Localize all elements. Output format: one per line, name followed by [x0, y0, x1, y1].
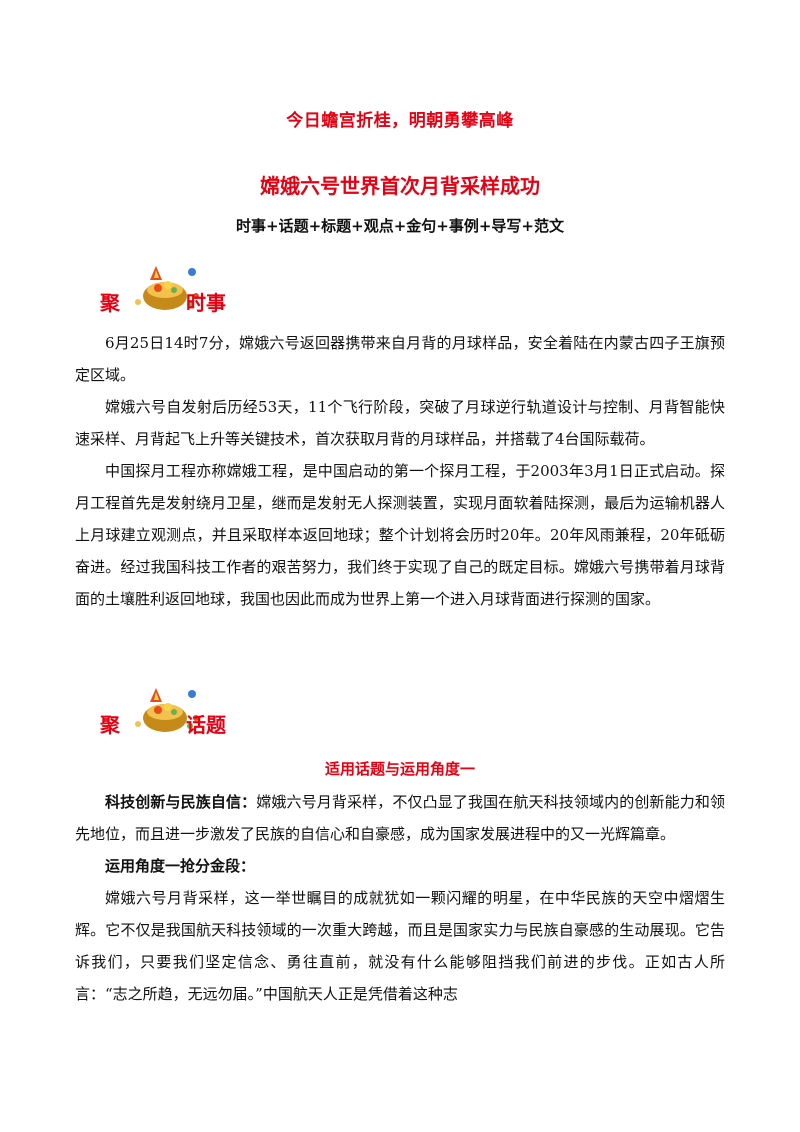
treasure-pot-icon [135, 688, 199, 732]
page-title: 嫦娥六号世界首次月背采样成功 [260, 174, 540, 198]
topic-paragraph: 科技创新与民族自信：嫦娥六号月背采样，不仅凸显了我国在航天科技领域内的创新能力和… [75, 786, 725, 850]
paragraph: 中国探月工程亦称嫦娥工程，是中国启动的第一个探月工程，于2003年3月1日正式启… [75, 462, 725, 608]
topic-body: 科技创新与民族自信：嫦娥六号月背采样，不仅凸显了我国在航天科技领域内的创新能力和… [75, 786, 725, 1010]
section-title: 话题 [186, 713, 226, 737]
angle-paragraph: 嫦娥六号月背采样，这一举世瞩目的成就犹如一颗闪耀的明星，在中华民族的天空中熠熠生… [75, 889, 725, 1003]
page-subtitle: 时事+话题+标题+观点+金句+事例+导写+范文 [236, 217, 564, 235]
topic-subheading: 适用话题与运用角度一 [324, 760, 475, 778]
section-header-current-events: 聚 时事 [100, 258, 320, 318]
treasure-pot-icon [135, 266, 199, 310]
paragraph: 6月25日14时7分，嫦娥六号返回器携带来自月背的月球样品，安全着陆在内蒙古四子… [75, 334, 725, 384]
section-prefix: 聚 [100, 713, 120, 737]
section-header-topic: 聚 话题 [100, 680, 320, 740]
paragraph: 嫦娥六号自发射后历经53天，11个飞行阶段，突破了月球逆行轨道设计与控制、月背智… [75, 398, 725, 448]
topic-text: 嫦娥六号月背采样，不仅凸显了我国在航天科技领域内的创新能力和领先地位，而且进一步… [75, 793, 725, 843]
section-prefix: 聚 [100, 291, 120, 315]
section-title: 时事 [186, 291, 226, 315]
angle-label: 运用角度一抢分金段： [105, 857, 256, 875]
current-events-body: 6月25日14时7分，嫦娥六号返回器携带来自月背的月球样品，安全着陆在内蒙古四子… [75, 327, 725, 615]
topic-label: 科技创新与民族自信： [105, 793, 257, 811]
page-kicker: 今日蟾宫折桂，明朝勇攀高峰 [286, 111, 514, 131]
